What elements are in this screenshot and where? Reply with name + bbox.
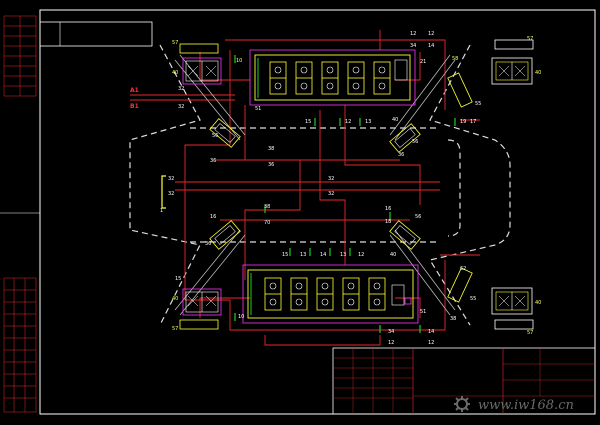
- ref-13b: 13: [300, 252, 306, 258]
- watermark: www.iw168.cn: [454, 396, 574, 413]
- ref-32c: 32: [168, 176, 174, 182]
- ref-15b: 15: [282, 252, 288, 258]
- ref-18: 18: [385, 219, 391, 225]
- ref-36: 36: [210, 158, 216, 164]
- jack-cylinders: [209, 72, 473, 303]
- ref-14c: 14: [428, 329, 434, 335]
- ref-40: 40: [172, 70, 178, 76]
- hydraulic-pipes: [130, 30, 480, 346]
- corner-assembly-top-right: [491, 39, 534, 85]
- ref-34b: 34: [388, 329, 394, 335]
- ref-56: 56: [212, 133, 218, 139]
- ref-40e: 40: [172, 296, 178, 302]
- ref-57d: 57: [527, 330, 533, 336]
- ref-70: 70: [264, 220, 270, 226]
- ref-12b: 12: [428, 31, 434, 37]
- inlet-bracket: [161, 175, 166, 209]
- corner-assembly-bottom-right: [491, 287, 534, 330]
- ref-32d: 32: [168, 191, 174, 197]
- port-label-a: A1: [130, 87, 139, 94]
- ref-51b: 51: [420, 309, 426, 315]
- watermark-text: www.iw168.cn: [478, 398, 574, 413]
- ref-12: 12: [410, 31, 416, 37]
- ref-12d: 12: [358, 252, 364, 258]
- ref-55: 55: [475, 101, 481, 107]
- ref-17: 17: [470, 119, 476, 125]
- ref-12e: 12: [388, 340, 394, 346]
- ref-32: 32: [178, 86, 184, 92]
- gear-icon: [454, 396, 470, 412]
- ref-34: 34: [410, 43, 416, 49]
- chassis-outline: [129, 44, 511, 326]
- ref-14: 14: [428, 43, 434, 49]
- ref-14b: 14: [320, 252, 326, 258]
- drawing-frame: [0, 9, 596, 415]
- ref-10b: 10: [238, 314, 244, 320]
- ref-32b: 32: [178, 104, 184, 110]
- bottom-valve-bank: [242, 264, 419, 324]
- ref-13: 13: [365, 119, 371, 125]
- ref-38b: 38: [264, 204, 270, 210]
- ref-13c: 13: [340, 252, 346, 258]
- ref-40b: 40: [535, 70, 541, 76]
- ref-10: 10: [236, 58, 242, 64]
- ref-51: 51: [255, 106, 261, 112]
- ref-15: 15: [305, 119, 311, 125]
- ref-40d: 40: [390, 252, 396, 258]
- ref-55b: 55: [470, 296, 476, 302]
- ref-19: 19: [460, 119, 466, 125]
- green-fittings: [234, 55, 456, 333]
- ref-15c: 15: [175, 276, 181, 282]
- ref-36c: 36: [398, 152, 404, 158]
- port-label-b: B1: [130, 103, 139, 110]
- ref-56c: 56: [415, 214, 421, 220]
- ref-32f: 32: [328, 191, 334, 197]
- ref-56b: 56: [412, 139, 418, 145]
- left-revision-table-bottom: [3, 277, 37, 413]
- port-labels: A1 B1: [130, 87, 139, 110]
- left-revision-table-top: [3, 15, 37, 97]
- corner-assembly-top-left: [179, 43, 222, 85]
- ref-16b: 16: [385, 206, 391, 212]
- reference-labels: 57 40 10 32 32 51 12 12 34 14 21 58 57 4…: [160, 31, 541, 346]
- ref-1: 1: [160, 208, 163, 214]
- ref-62: 62: [460, 266, 466, 272]
- ref-40c: 40: [392, 117, 398, 123]
- ref-16: 16: [210, 214, 216, 220]
- ref-21: 21: [420, 59, 426, 65]
- ref-38: 38: [268, 146, 274, 152]
- ref-40f: 40: [535, 300, 541, 306]
- ref-57c: 57: [172, 326, 178, 332]
- ref-57: 57: [172, 40, 178, 46]
- corner-assembly-bottom-left: [179, 288, 222, 330]
- ref-36b: 36: [268, 162, 274, 168]
- ref-12f: 12: [428, 340, 434, 346]
- ref-12c: 12: [345, 119, 351, 125]
- top-valve-bank: [249, 49, 416, 106]
- title-block: [332, 347, 596, 415]
- ref-32e: 32: [328, 176, 334, 182]
- ref-57b: 57: [527, 36, 533, 42]
- ref-58: 58: [452, 56, 458, 62]
- ref-36d: 36: [205, 241, 211, 247]
- ref-38c: 38: [450, 316, 456, 322]
